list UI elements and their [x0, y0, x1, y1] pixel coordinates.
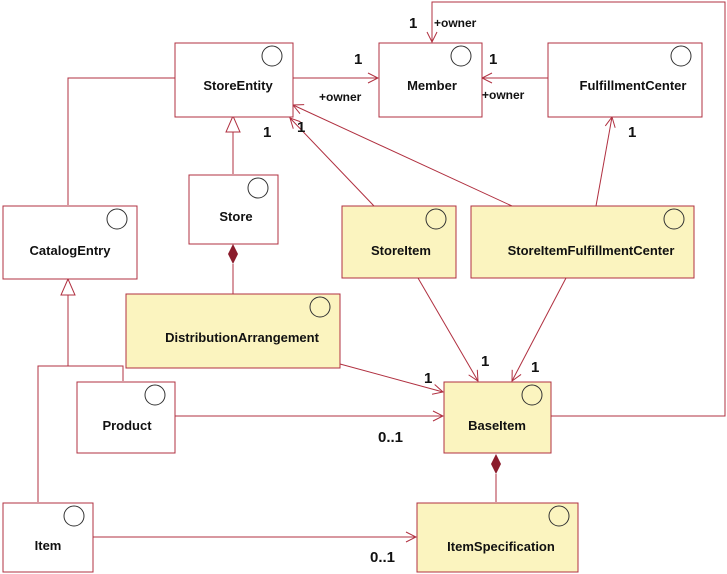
- entity-name: Product: [102, 418, 152, 433]
- storeitem-baseitem-assoc: [417, 277, 478, 381]
- entity-icon: [425, 208, 447, 230]
- fulfillment-member-multiplicity: 1: [489, 51, 497, 68]
- entity-store[interactable]: Store: [188, 174, 279, 245]
- product-catalogentry-generalization-line: [67, 295, 124, 381]
- sifc-fulfillment-assoc: [595, 117, 612, 207]
- sifc-storeentity-assoc: [293, 105, 513, 207]
- entity-name: ItemSpecification: [447, 539, 555, 554]
- item-box: [2, 502, 94, 573]
- entity-icon: [309, 296, 331, 318]
- entity-icon: [450, 45, 472, 67]
- entity-name: StoreItemFulfillmentCenter: [508, 243, 675, 258]
- storeitem-storeentity-assoc: [290, 118, 375, 207]
- entity-name: CatalogEntry: [30, 243, 112, 258]
- entity-member[interactable]: Member: [378, 42, 483, 118]
- entity-fulfillment-center[interactable]: FulfillmentCenter: [547, 42, 703, 118]
- store-item-box: [341, 205, 457, 279]
- baseitem-member-assoc: [432, 1, 726, 417]
- distribution-baseitem-multiplicity: 1: [424, 370, 432, 387]
- storeitem-storeentity-multiplicity: 1: [263, 124, 271, 141]
- distribution-arrangement-box: [125, 293, 341, 369]
- entity-catalog-entry[interactable]: CatalogEntry: [2, 205, 138, 280]
- store-box: [188, 174, 279, 245]
- association-labels: 1 +owner 1 +owner 1 +owner 1 1 1 1 1 1 0…: [263, 15, 636, 566]
- entity-name: StoreEntity: [203, 78, 273, 93]
- entity-icon: [144, 384, 166, 406]
- entity-name: StoreItem: [371, 243, 431, 258]
- entity-product[interactable]: Product: [76, 381, 176, 454]
- baseitem-member-role: +owner: [434, 16, 477, 30]
- entity-icon: [663, 208, 685, 230]
- sifc-fulfillment-multiplicity: 1: [628, 124, 636, 141]
- store-distribution-composition-diamond: [228, 244, 238, 264]
- sifc-baseitem-assoc: [512, 277, 567, 381]
- entity-store-item[interactable]: StoreItem: [341, 205, 457, 279]
- entity-name: Item: [35, 538, 62, 553]
- baseitem-member-multiplicity: 1: [409, 15, 417, 32]
- entity-name: DistributionArrangement: [165, 330, 320, 345]
- member-box: [378, 42, 483, 118]
- item-catalogentry-generalization-line: [37, 365, 68, 502]
- storeentity-member-multiplicity: 1: [354, 51, 362, 68]
- catalogentry-storeentity-assoc: [67, 77, 175, 205]
- item-itemspec-multiplicity: 0..1: [370, 549, 395, 566]
- entity-item[interactable]: Item: [2, 502, 94, 573]
- entity-name: BaseItem: [468, 418, 526, 433]
- fulfillment-center-box: [547, 42, 703, 118]
- sifc-storeentity-multiplicity: 1: [297, 119, 305, 136]
- product-box: [76, 381, 176, 454]
- entity-store-entity[interactable]: StoreEntity: [174, 42, 294, 118]
- distribution-baseitem-assoc: [339, 363, 443, 392]
- entity-base-item[interactable]: BaseItem: [443, 381, 552, 454]
- storeitem-baseitem-multiplicity: 1: [481, 353, 489, 370]
- connectors: [37, 1, 726, 537]
- entity-icon: [521, 384, 543, 406]
- catalogentry-generalization-head: [60, 277, 76, 296]
- entity-name: FulfillmentCenter: [580, 78, 687, 93]
- entity-icon: [261, 45, 283, 67]
- entity-icon: [670, 45, 692, 67]
- storeentity-member-role: +owner: [319, 90, 362, 104]
- sifc-baseitem-multiplicity: 1: [531, 359, 539, 376]
- base-item-box: [443, 381, 552, 454]
- store-entity-box: [174, 42, 294, 118]
- fulfillment-member-role: +owner: [482, 88, 525, 102]
- product-baseitem-multiplicity: 0..1: [378, 429, 403, 446]
- baseitem-itemspec-composition-diamond: [491, 454, 501, 474]
- store-storeentity-generalization-head: [225, 114, 241, 133]
- entity-icon: [247, 177, 269, 199]
- item-specification-box: [416, 502, 579, 573]
- entity-icon: [106, 208, 128, 230]
- entity-distribution-arrangement[interactable]: DistributionArrangement: [125, 293, 341, 369]
- entity-name: Member: [407, 78, 457, 93]
- entity-item-specification[interactable]: ItemSpecification: [416, 502, 579, 573]
- entity-name: Store: [219, 209, 252, 224]
- catalog-entry-box: [2, 205, 138, 280]
- entity-icon: [548, 505, 570, 527]
- entity-store-item-fulfillment-center[interactable]: StoreItemFulfillmentCenter: [470, 205, 695, 279]
- store-item-fulfillment-center-box: [470, 205, 695, 279]
- entity-icon: [63, 505, 85, 527]
